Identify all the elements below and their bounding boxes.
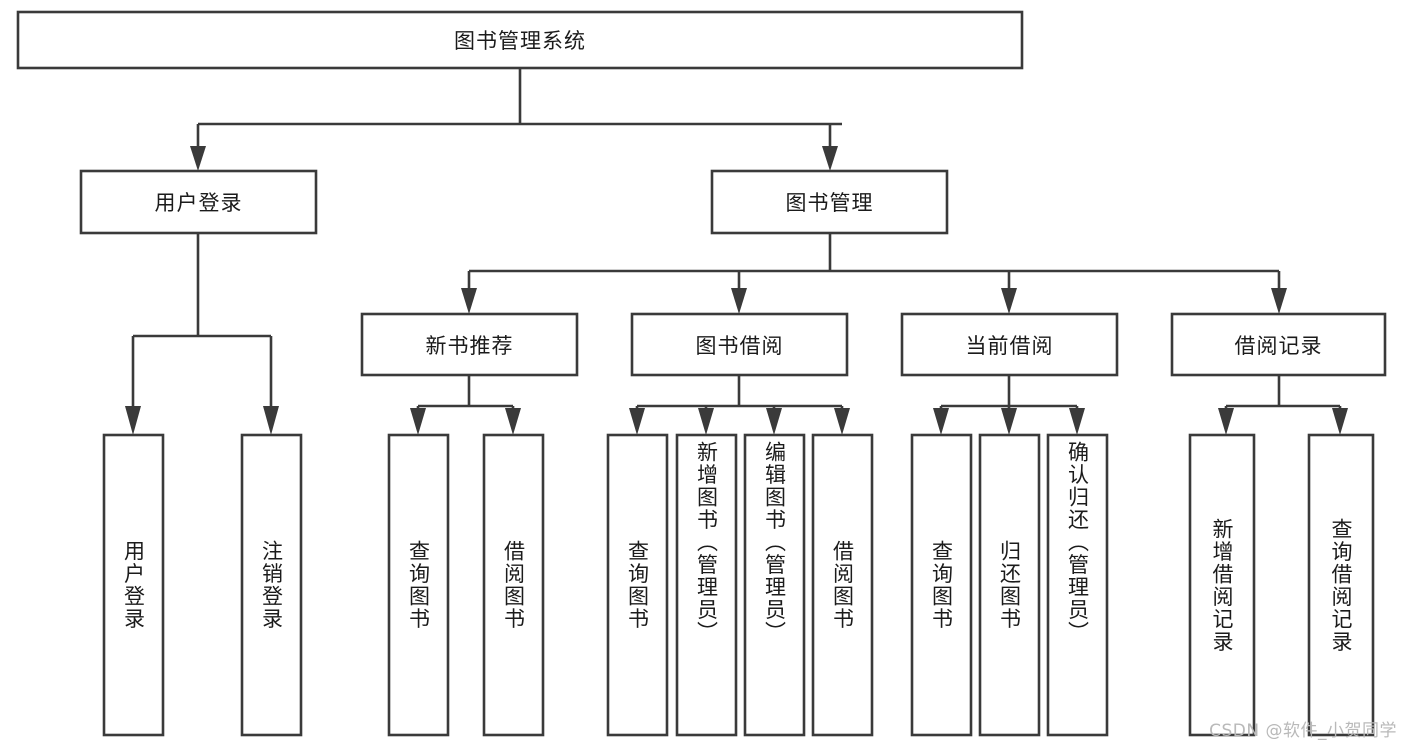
arrow-record-leaf-2 [1332,408,1348,435]
arrow-record-leaf-1 [1218,408,1234,435]
arrow-current-leaf-3 [1069,408,1085,435]
node-box-leaf-current-3[interactable] [1046,433,1109,737]
arrow-to-borrow-record [1271,288,1287,314]
node-box-borrow-record[interactable] [1170,312,1387,377]
node-layer [16,10,1387,737]
node-box-leaf-current-1[interactable] [910,433,973,737]
connector-layer [125,68,1348,435]
node-box-new-book-recommend[interactable] [360,312,579,377]
node-box-leaf-borrow-2[interactable] [675,433,738,737]
arrow-root-to-book-manage [822,146,838,171]
node-box-leaf-borrow-1[interactable] [606,433,669,737]
node-box-root[interactable] [16,10,1024,70]
arrow-userlogin-leaf-1 [125,406,141,435]
node-box-leaf-user-login-2[interactable] [240,433,303,737]
node-box-leaf-user-login-1[interactable] [102,433,165,737]
arrow-borrow-leaf-4 [834,408,850,435]
arrow-root-to-user-login [190,146,206,171]
arrow-recommend-leaf-2 [505,408,521,435]
arrow-to-new-book-recommend [461,288,477,314]
arrow-borrow-leaf-2 [698,408,714,435]
node-box-current-borrow[interactable] [900,312,1119,377]
arrow-current-leaf-1 [933,408,949,435]
arrow-borrow-leaf-3 [766,408,782,435]
node-box-leaf-recommend-1[interactable] [387,433,450,737]
watermark: CSDN @软件_小贺同学 [1209,721,1397,741]
node-box-user-login[interactable] [79,169,318,235]
arrow-recommend-leaf-1 [410,408,426,435]
arrow-to-current-borrow [1001,288,1017,314]
node-box-leaf-borrow-4[interactable] [811,433,874,737]
node-box-leaf-recommend-2[interactable] [482,433,545,737]
arrow-to-book-borrow [731,288,747,314]
node-box-leaf-record-2[interactable] [1307,433,1375,737]
node-box-book-borrow[interactable] [630,312,849,377]
node-box-leaf-record-1[interactable] [1188,433,1256,737]
node-box-leaf-borrow-3[interactable] [743,433,806,737]
node-box-leaf-current-2[interactable] [978,433,1041,737]
arrow-borrow-leaf-1 [629,408,645,435]
arrow-current-leaf-2 [1001,408,1017,435]
arrow-userlogin-leaf-2 [263,406,279,435]
node-box-book-manage[interactable] [710,169,949,235]
